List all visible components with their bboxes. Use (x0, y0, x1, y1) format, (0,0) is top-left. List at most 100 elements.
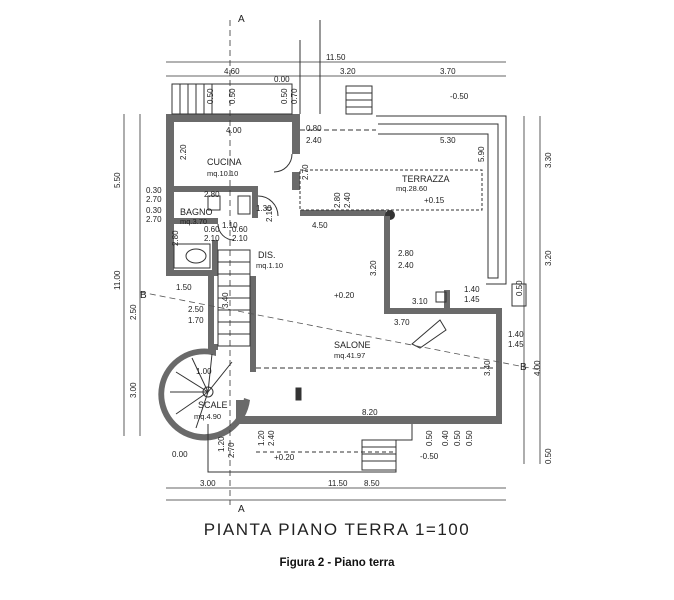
tread (207, 353, 213, 393)
wall-kitchen-top (166, 114, 292, 122)
dim-label: 0.50 (425, 430, 434, 446)
dim-label: 2.70 (146, 195, 162, 204)
dim-label: 2.80 (204, 190, 220, 199)
wall-salone-mid (384, 308, 448, 314)
salone-marker (295, 387, 302, 401)
dim-label: 0.50 (228, 88, 237, 104)
section-mark-right: B (520, 362, 527, 373)
dim-label: 1.50 (176, 283, 192, 292)
level-terrazza: +0.15 (424, 196, 445, 205)
wall-right (496, 308, 502, 424)
dim-label: 3.20 (369, 260, 378, 276)
dim-label: 0.30 (146, 206, 162, 215)
dim-label: 2.80 (398, 249, 414, 258)
dim-label: 5.30 (440, 136, 456, 145)
bath-fixture (237, 195, 251, 215)
dim-label: 1.70 (188, 316, 204, 325)
dim-label: 5.50 (113, 172, 122, 188)
wall-left (166, 114, 174, 276)
room-terrazza-name: TERRAZZA (402, 174, 450, 184)
dim-label: 3.40 (221, 292, 230, 308)
tread (175, 391, 209, 415)
dim-label: 11.00 (113, 270, 122, 290)
plan-lines (170, 20, 527, 473)
room-dis-name: DIS. (258, 250, 276, 260)
dim-label: 2.80 (333, 192, 342, 208)
room-salone-area: mq.41.97 (334, 351, 365, 360)
dim-label: 2.20 (179, 144, 188, 160)
dim-label: 1.00 (196, 367, 212, 376)
walls (158, 114, 502, 441)
dim-label: 8.20 (362, 408, 378, 417)
dim-label: 3.20 (544, 250, 553, 266)
dim-label: 0.00 (274, 75, 290, 84)
level-salone: +0.20 (334, 291, 355, 300)
floor-plan: A A B B CUCINA mq.10.10 BAGNO mq.3.70 DI… (113, 14, 553, 515)
dim-label: 0.70 (290, 88, 299, 104)
dim-label: 4.00 (226, 126, 242, 135)
dim-label: 2.50 (129, 304, 138, 320)
dim-label: 2.70 (227, 442, 236, 458)
dimension-lines (123, 20, 541, 505)
dim-label: 0.50 (515, 280, 524, 296)
level-bottom-right: -0.50 (420, 452, 439, 461)
dim-label: 11.50 (328, 479, 348, 488)
bottom-steps (361, 439, 397, 471)
section-mark-top: A (238, 14, 245, 25)
level-top-right: -0.50 (450, 92, 469, 101)
dim-label: 1.40 (508, 330, 524, 339)
terrace-parapet-inner (378, 123, 499, 279)
wall-bath-bottom (166, 218, 218, 224)
dim-label: 2.40 (267, 430, 276, 446)
washbasin (185, 248, 207, 264)
dim-label: 3.40 (483, 360, 492, 376)
room-cucina-name: CUCINA (207, 157, 242, 167)
plan-title: PIANTA PIANO TERRA 1=100 (203, 520, 471, 539)
door-swing (217, 223, 235, 241)
dim-label: 5.90 (477, 146, 486, 162)
dim-label: 11.50 (326, 53, 346, 62)
figure-caption: Figura 2 - Piano terra (279, 557, 395, 569)
dim-label: 3.00 (129, 382, 138, 398)
dim-label: 4.50 (312, 221, 328, 230)
room-scale-area: mq.4.90 (194, 412, 221, 421)
wall-kitchen-right-low (292, 172, 300, 190)
shower (173, 243, 211, 269)
dim-label: 1.10 (222, 221, 238, 230)
dim-label: 2.10 (232, 234, 248, 243)
dim-label: 2.70 (146, 215, 162, 224)
room-bagno-name: BAGNO (180, 207, 213, 217)
wall-kitchen-bottom (166, 186, 256, 192)
vertical-dimension-labels: 5.50 11.00 2.50 3.00 2.20 2.70 2.80 2.10… (113, 88, 553, 464)
level-bottom-center: +0.20 (274, 453, 295, 462)
dim-label: 3.70 (394, 318, 410, 327)
room-bagno-area: mq.3.70 (180, 217, 207, 226)
dim-label: 1.40 (464, 285, 480, 294)
top-steps (171, 83, 293, 115)
dim-label: 0.50 (544, 448, 553, 464)
dim-label: 2.10 (265, 206, 274, 222)
wall-stair-right (250, 276, 256, 372)
tread (195, 391, 209, 429)
tread (175, 371, 209, 393)
dim-label: 3.70 (440, 67, 456, 76)
dim-label: 0.60 (232, 225, 248, 234)
wall-salone-mid-b (444, 290, 450, 314)
section-mark-left: B (140, 290, 147, 301)
dim-label: 2.10 (204, 234, 220, 243)
room-dis-area: mq.1.10 (256, 261, 283, 270)
door-swing (257, 195, 279, 217)
dim-label: 4.60 (224, 67, 240, 76)
wall-terrace-bottom (300, 210, 386, 216)
dim-label: 0.30 (146, 186, 162, 195)
room-scale-name: SCALE (198, 400, 228, 410)
dim-label: 2.80 (171, 230, 180, 246)
terrace-parapet-outer (376, 115, 507, 285)
dim-label: 1.20 (217, 436, 226, 452)
dim-label: 1.30 (256, 204, 272, 213)
dim-label: 2.40 (306, 136, 322, 145)
dim-label: 3.30 (544, 152, 553, 168)
level-bottom-left: 0.00 (172, 450, 188, 459)
bottom-balcony (207, 424, 413, 473)
wall-bottom-left (236, 400, 244, 424)
